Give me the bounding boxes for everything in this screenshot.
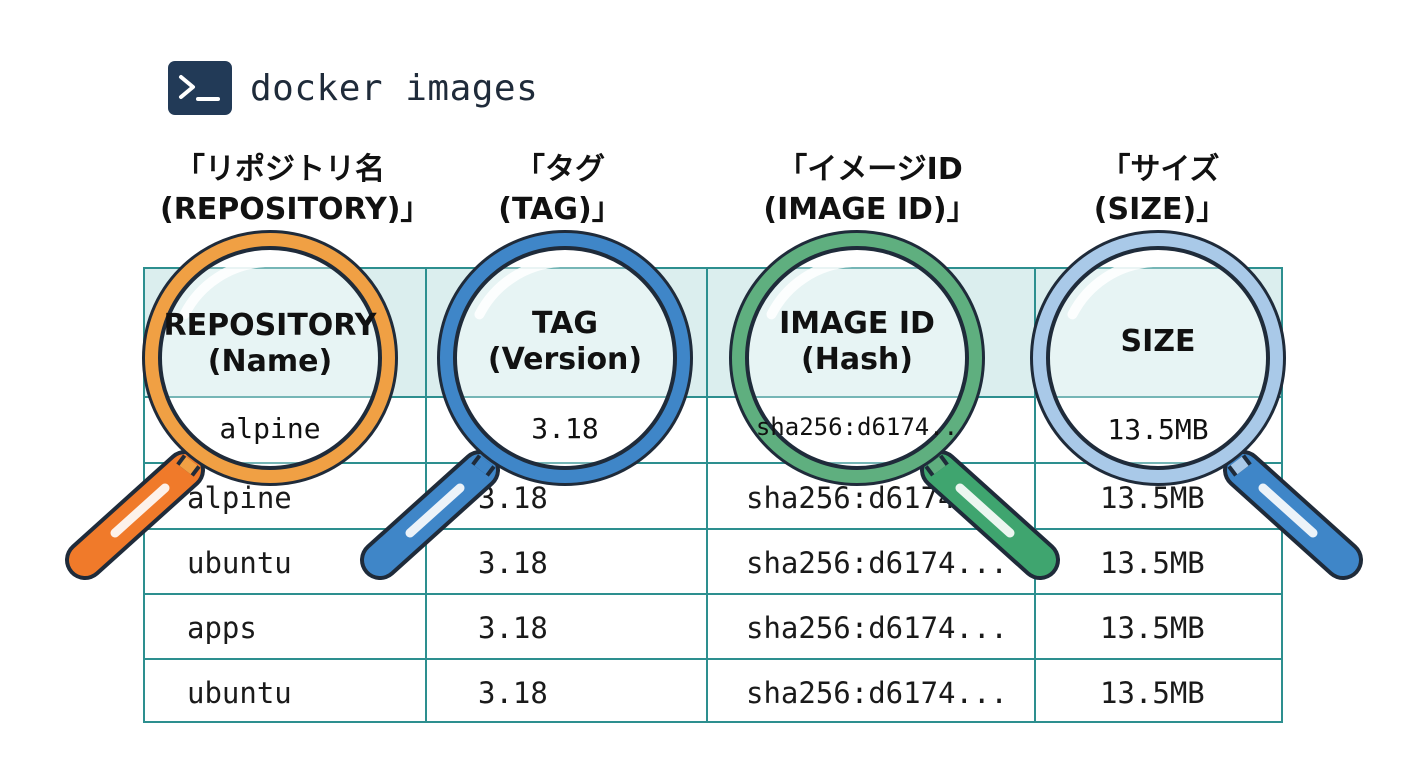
lens-header-size: SIZE [1038, 324, 1278, 360]
table-cell: 13.5MB [1100, 676, 1205, 710]
magnifier-rim [440, 233, 690, 483]
column-label-tag: 「タグ (TAG)」 [470, 150, 650, 230]
column-label-jp: 「イメージID [777, 152, 963, 187]
magnifier-rim-inner [158, 246, 382, 470]
magnifier-rim [1033, 233, 1283, 483]
lens-value-size: 13.5MB [1107, 413, 1209, 446]
magnifier-glass [152, 240, 388, 476]
magnifier-glare [474, 257, 564, 320]
row-divider [145, 462, 1281, 464]
table-cell: 3.18 [478, 676, 548, 710]
table-cell: ubuntu [187, 546, 292, 580]
lens-header-line: (Hash) [801, 342, 913, 377]
lens-value-image-id: sha256:d6174.. [755, 413, 959, 441]
magnifier-neck [927, 456, 946, 475]
column-label-jp: 「タグ [515, 152, 605, 187]
lens-header-line: (Name) [207, 344, 333, 379]
magnifier-rim-outline [437, 230, 693, 486]
magnifier-rim-inner [745, 246, 969, 470]
column-label-image-id: 「イメージID (IMAGE ID)」 [760, 150, 980, 230]
column-label-en: (REPOSITORY)」 [160, 192, 431, 227]
magnifier-glare [766, 257, 856, 320]
column-label-repository: 「リポジトリ名 (REPOSITORY)」 [160, 150, 431, 230]
table-cell: sha256:d6174... [746, 546, 1008, 580]
table-cell: alpine [187, 481, 292, 515]
magnifier-handle-highlight [1258, 483, 1318, 538]
row-divider [145, 658, 1281, 660]
magnifier-icon [729, 230, 1060, 580]
magnifier-rim-outline [142, 230, 398, 486]
magnifier-neck [1230, 456, 1249, 475]
command-header: docker images [168, 60, 538, 116]
column-divider [1034, 269, 1036, 721]
row-divider [145, 593, 1281, 595]
images-table: alpine 3.18 sha256:d6174... 13.5MB ubunt… [143, 267, 1283, 723]
column-label-en: (IMAGE ID)」 [763, 192, 977, 227]
terminal-icon [168, 61, 232, 115]
lens-header-line: IMAGE ID [779, 306, 935, 341]
table-cell: sha256:d6174... [746, 676, 1008, 710]
column-label-size: 「サイズ (SIZE)」 [1075, 150, 1245, 230]
magnifier-handle-highlight [405, 483, 465, 538]
row-divider [145, 528, 1281, 530]
magnifier-handle-highlight [955, 483, 1015, 538]
magnifier-icon [360, 230, 693, 580]
table-cell: 13.5MB [1100, 546, 1205, 580]
magnifier-glass [1040, 240, 1276, 476]
magnifier-rim-outline [1030, 230, 1286, 486]
magnifier-rim-inner [453, 246, 677, 470]
magnifier-rim [732, 233, 982, 483]
table-cell: 13.5MB [1100, 481, 1205, 515]
magnifier-glass [739, 240, 975, 476]
magnifier-icon [1030, 230, 1363, 580]
magnifier-glass [447, 240, 683, 476]
table-cell: apps [187, 611, 257, 645]
magnifier-handle-highlight [110, 483, 170, 538]
magnifier-neck [474, 456, 493, 475]
column-label-jp: 「リポジトリ名 [175, 152, 385, 187]
column-divider [706, 269, 708, 721]
lens-header-line: SIZE [1120, 324, 1196, 359]
lens-value-repository: alpine [219, 412, 321, 445]
table-cell: 3.18 [478, 611, 548, 645]
magnifier-icon [65, 230, 398, 580]
column-label-jp: 「サイズ [1100, 152, 1220, 187]
table-cell: 13.5MB [1100, 611, 1205, 645]
magnifier-glare [1067, 257, 1157, 320]
magnifier-rim-outline [729, 230, 985, 486]
table-cell: 3.18 [478, 546, 548, 580]
lens-value-tag: 3.18 [531, 412, 599, 445]
lens-header-tag: TAG (Version) [445, 306, 685, 378]
lens-header-image-id: IMAGE ID (Hash) [737, 306, 977, 378]
column-label-en: (TAG)」 [498, 192, 622, 227]
table-cell: sha256:d6174... [746, 611, 1008, 645]
magnifier-neck [179, 456, 198, 475]
lens-header-line: (Version) [487, 342, 643, 377]
lens-header-repository: REPOSITORY (Name) [150, 308, 390, 380]
lens-header-line: REPOSITORY [163, 308, 377, 343]
magnifier-glare [179, 257, 269, 320]
command-text: docker images [250, 67, 539, 109]
lens-header-line: TAG [532, 306, 598, 341]
column-label-en: (SIZE)」 [1093, 192, 1227, 227]
magnifier-rim-inner [1046, 246, 1270, 470]
table-cell: ubuntu [187, 676, 292, 710]
magnifier-rim [145, 233, 395, 483]
